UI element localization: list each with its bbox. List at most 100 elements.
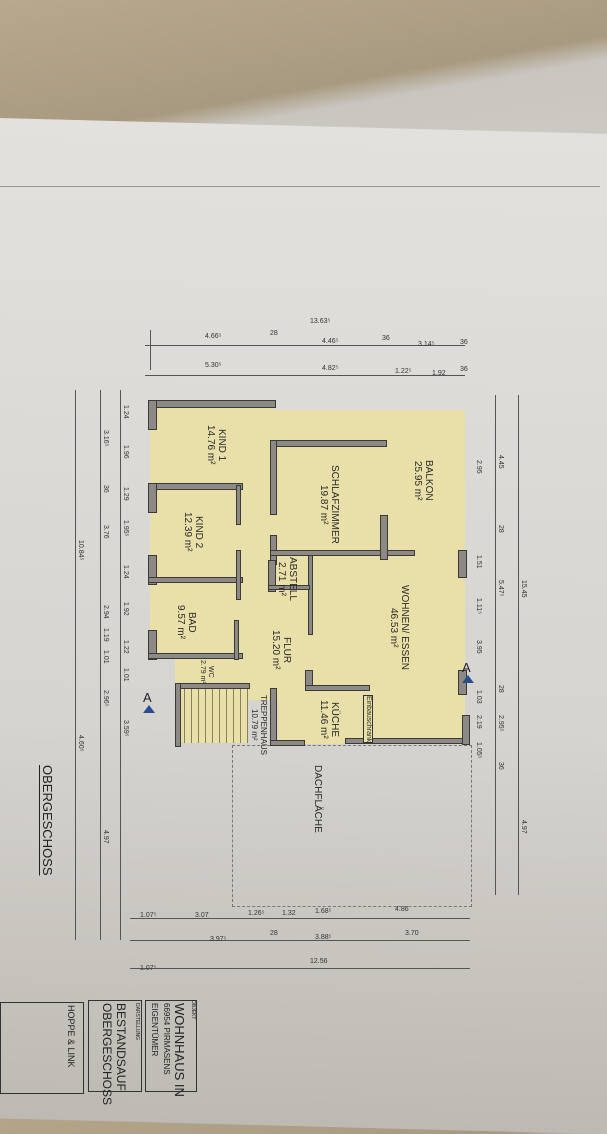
roof-area [232,745,472,907]
wall [148,555,157,585]
wall [270,740,305,746]
dim-label: 2.96⁵ [102,690,109,707]
dim-label: 3.97⁵ [210,936,227,943]
wall [175,683,250,689]
room-name: BAD [186,611,197,633]
wall [148,653,243,659]
dim-label: 3.88⁵ [315,934,332,941]
drawing-frame [0,186,600,1087]
dim-label: 1.07⁵ [140,912,157,919]
dim-label: 3.59⁵ [122,720,129,737]
wall [148,400,276,408]
wall [148,483,157,513]
wall [268,585,310,590]
dim-label: 1.26⁵ [248,910,265,917]
room-area: 10.79 m² [250,709,259,741]
room-area: 19.87 m² [318,484,329,525]
room-name: ABSTELL [287,557,298,601]
plan-title: OBERGESCHOSS [40,765,55,876]
dim-label: 4.97 [102,830,109,844]
dim-label: 12.56 [310,958,328,965]
dim-label: 2.19 [475,715,482,729]
room-name: BALKON [423,460,434,501]
dim-line [75,390,76,940]
dim-label: 36 [382,335,390,342]
dim-label: 2.95 [475,460,482,474]
drawing-line2: OBERGESCHOSS [100,1003,114,1106]
dim-label: 1.19 [102,628,109,642]
dim-label: 1.01 [122,668,129,682]
wall [270,688,277,746]
room-kind2 [150,485,240,580]
section-arrow-icon [143,705,155,713]
wall [148,577,243,583]
dim-label: 1.24 [122,405,129,419]
room-area: 9.57 m² [175,605,186,639]
dim-label: 1.95⁵ [122,520,129,537]
project-address: 66954 PIRMASENS [162,1003,171,1075]
dim-label: 3.70 [405,930,419,937]
wall [308,555,313,635]
wall [148,483,243,490]
built-in-cabinet-label: Einbauschrank [363,695,373,744]
dim-label: 4.66⁵ [205,333,222,340]
dim-line [100,390,101,940]
dim-line [495,395,496,895]
wall [462,715,470,745]
dim-label: 4.86 [395,906,409,913]
roof-area-label: DACHFLÄCHE [312,765,323,833]
room-area: 12.39 m² [182,512,193,552]
wall [268,560,276,592]
wall [380,515,388,560]
dim-label: 1.11⁵ [475,598,482,615]
room-area: 11.46 m² [318,700,329,739]
dim-label: 28 [270,930,278,937]
dim-label: 1.24 [122,565,129,579]
section-marker-label: A [462,660,471,675]
room-name: KIND 1 [216,428,227,461]
room-kind1 [150,400,275,485]
room-name: KÜCHE [329,701,340,737]
room-bad [150,580,238,658]
dim-label: 36 [460,366,468,373]
dim-label: 1.51 [475,555,482,569]
dim-label: 5.30⁵ [205,362,222,369]
room-area: 2.79 m² [199,660,206,684]
dim-label: 2.94 [102,605,109,619]
room-wc [175,655,237,685]
dim-line [518,395,519,895]
dim-line [120,390,121,940]
wall [236,485,241,525]
dim-label: 1.96 [122,445,129,459]
wall [175,683,181,747]
dim-label: 5.47⁵ [497,580,504,597]
room-name: SCHLAFZIMMER [329,465,340,544]
project-owner: EIGENTÜMER [150,1003,159,1057]
dim-label: 36 [102,485,109,493]
dim-label: 1.32 [282,910,296,917]
room-area: 15.20 m² [270,630,281,670]
dim-label: 4.46⁵ [322,338,339,345]
dim-label: 3.14⁵ [418,341,435,348]
section-marker-label: A [143,690,152,705]
dim-label: 1.03 [475,690,482,704]
wall [236,550,241,600]
wall [148,400,157,430]
office-name: HOPPE & LINK [66,1005,76,1068]
room-kueche [278,682,370,744]
room-name: FLUR [281,636,292,663]
dim-label: 2.95⁵ [497,715,504,732]
dim-label: 1.05⁵ [475,742,482,759]
dim-label: 28 [497,685,504,693]
dim-label: 15.45 [520,580,527,598]
wall [234,620,239,660]
project-label: OBJEKT [190,1000,196,1020]
wall [458,550,467,578]
section-arrow-icon [462,675,474,683]
dim-label: 4.45 [497,455,504,469]
